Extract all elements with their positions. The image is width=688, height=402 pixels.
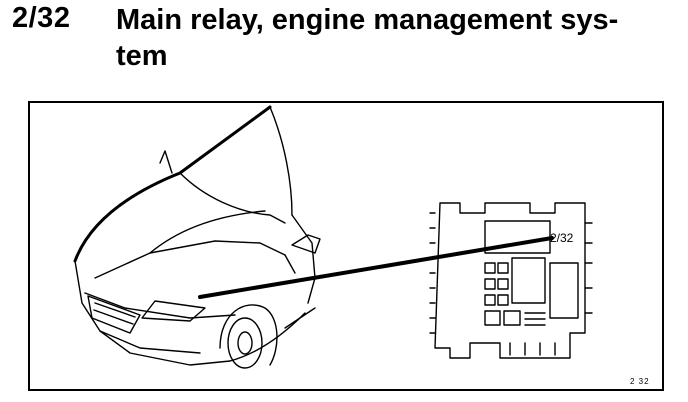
callout-leader-line: [198, 236, 554, 299]
component-title: Main relay, engine management sys- tem: [116, 4, 619, 72]
section-heading: 2/32 Main relay, engine management sys- …: [0, 0, 688, 80]
location-illustration: 2/32 2 32: [28, 101, 664, 391]
fuse-box-illustration: [429, 202, 593, 359]
car-and-fusebox-drawing: [73, 105, 593, 369]
figure-reference-code: 2 32: [630, 377, 650, 386]
component-number: 2/32: [12, 2, 71, 34]
car-illustration: [73, 105, 321, 369]
relay-callout-label: 2/32: [550, 231, 574, 245]
